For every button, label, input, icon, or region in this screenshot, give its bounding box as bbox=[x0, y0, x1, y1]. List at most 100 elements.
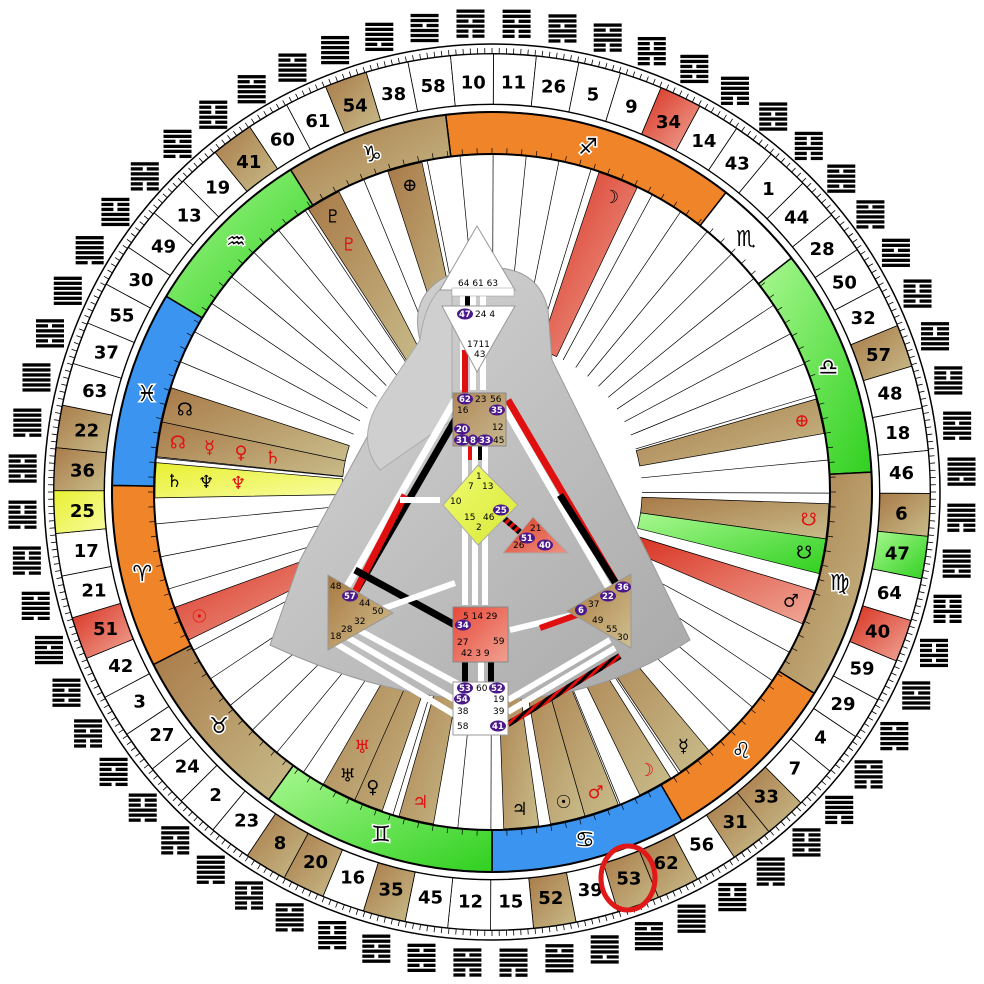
hexagram-icon bbox=[456, 9, 485, 38]
g-center[interactable]: 1 7 13 10 25 15 46 2 bbox=[442, 464, 519, 546]
hexagram-icon bbox=[947, 457, 976, 486]
gate-28: 28 bbox=[341, 625, 353, 635]
hexagram-icon bbox=[881, 238, 910, 267]
hexagram-icon bbox=[943, 411, 972, 440]
gate-10: 10 bbox=[450, 497, 462, 507]
root-center[interactable]: 53 60 52 54 19 38 39 58 41 bbox=[452, 681, 509, 736]
planet-glyph-icon: ♆ bbox=[198, 472, 214, 493]
ajna-gates-24-4: 24 4 bbox=[475, 310, 495, 320]
planet-bar bbox=[539, 171, 638, 358]
taurus-icon: ♉ bbox=[209, 714, 229, 739]
gate-label-28: 28 bbox=[810, 239, 835, 260]
gate-label-2: 2 bbox=[209, 785, 222, 806]
hexagram-icon bbox=[827, 164, 856, 193]
hexagram-icon bbox=[942, 549, 971, 578]
planet-glyph-icon: ♇ bbox=[325, 207, 341, 228]
sacral-center[interactable]: 5 14 29 34 27 59 42 3 9 bbox=[452, 606, 509, 663]
gate-8: 8 bbox=[470, 436, 476, 446]
hexagram-icon bbox=[22, 363, 51, 392]
highlight-circle-gate-53 bbox=[598, 843, 658, 913]
gate-48: 48 bbox=[330, 582, 342, 592]
hexagram-icon bbox=[880, 721, 909, 751]
gate-label-35: 35 bbox=[379, 879, 404, 900]
gate-39: 39 bbox=[493, 707, 505, 717]
gate-label-56: 56 bbox=[689, 834, 714, 855]
gate-label-25: 25 bbox=[70, 501, 95, 522]
planet-glyph-icon: ♃ bbox=[512, 799, 528, 820]
gate-20: 20 bbox=[456, 425, 468, 435]
planet-glyph-icon: ⊕ bbox=[794, 410, 809, 431]
gate-41: 41 bbox=[492, 722, 504, 732]
gate-label-5: 5 bbox=[587, 85, 600, 106]
ajna-center[interactable]: 47 24 4 1711 43 bbox=[441, 305, 516, 374]
sacral-top-gates: 5 14 29 bbox=[463, 612, 498, 622]
hexagram-icon bbox=[720, 76, 749, 105]
planet-glyph-icon: ☿ bbox=[204, 437, 215, 458]
gate-label-10: 10 bbox=[461, 72, 486, 93]
ego-center[interactable]: 21 51 26 40 bbox=[501, 516, 570, 554]
hexagram-icon bbox=[502, 9, 531, 38]
gate-21: 21 bbox=[530, 524, 541, 534]
gate-label-44: 44 bbox=[784, 208, 809, 229]
hexagram-icon bbox=[74, 719, 103, 748]
planet-glyph-icon: ♇ bbox=[341, 234, 357, 255]
gate-label-26: 26 bbox=[541, 77, 566, 98]
spleen-center[interactable]: 48 57 44 50 32 28 18 bbox=[327, 574, 395, 651]
hexagram-icon bbox=[318, 921, 347, 950]
gate-label-32: 32 bbox=[851, 308, 876, 329]
planet-glyph-icon: ♀ bbox=[366, 777, 379, 798]
gate-label-11: 11 bbox=[501, 73, 526, 94]
planet-glyph-icon: ♂ bbox=[587, 783, 603, 804]
gate-label-60: 60 bbox=[270, 130, 295, 151]
gate-40: 40 bbox=[539, 541, 551, 551]
gate-label-19: 19 bbox=[205, 177, 230, 198]
hexagram-icon bbox=[8, 500, 37, 529]
hexagram-icon bbox=[856, 200, 885, 229]
planet-bar bbox=[637, 512, 827, 574]
gate-label-7: 7 bbox=[789, 758, 802, 779]
head-center[interactable]: 64 61 63 bbox=[439, 225, 516, 297]
aquarius-icon: ♒ bbox=[226, 229, 246, 254]
hexagram-icon bbox=[902, 681, 931, 710]
cancer-icon: ♋ bbox=[575, 828, 595, 853]
gate-34: 34 bbox=[457, 621, 469, 631]
hexagram-icon bbox=[756, 857, 785, 886]
libra-icon: ♎ bbox=[818, 355, 838, 380]
gate-32: 32 bbox=[354, 617, 365, 627]
gate-label-62: 62 bbox=[654, 853, 679, 874]
gate-7: 7 bbox=[468, 482, 474, 492]
gate-label-17: 17 bbox=[74, 541, 99, 562]
gate-label-53: 53 bbox=[616, 868, 641, 889]
hexagram-icon bbox=[35, 319, 64, 348]
hexagram-icon bbox=[934, 366, 963, 395]
ajna-gate-47: 47 bbox=[459, 310, 471, 320]
gate-label-20: 20 bbox=[303, 852, 328, 873]
hexagram-icon bbox=[130, 162, 159, 191]
gate-label-45: 45 bbox=[418, 887, 443, 908]
gate-31: 31 bbox=[456, 436, 468, 446]
gate-cell-10[interactable] bbox=[450, 53, 494, 107]
throat-center[interactable]: 62 23 56 16 35 20 12 31 8 33 45 bbox=[452, 392, 507, 447]
gate-label-33: 33 bbox=[754, 787, 779, 808]
gate-2: 2 bbox=[476, 523, 482, 533]
gate-46: 46 bbox=[483, 513, 495, 523]
gate-label-1: 1 bbox=[762, 179, 775, 200]
hexagram-icon bbox=[75, 236, 104, 265]
aries-icon: ♈ bbox=[132, 562, 152, 587]
gate-label-64: 64 bbox=[877, 583, 902, 604]
hexagram-icon bbox=[163, 129, 192, 159]
hexagram-icon bbox=[677, 904, 706, 933]
planet-glyph-icon: ♅ bbox=[340, 765, 356, 786]
gate-label-6: 6 bbox=[895, 503, 908, 524]
leo-icon: ♌ bbox=[732, 739, 752, 764]
hexagram-icon bbox=[278, 53, 307, 82]
gate-49: 49 bbox=[592, 616, 604, 626]
gate-56: 56 bbox=[490, 395, 502, 405]
gate-label-29: 29 bbox=[830, 694, 855, 715]
gate-label-4: 4 bbox=[814, 727, 827, 748]
solar-plexus-center[interactable]: 36 22 6 37 49 55 30 bbox=[566, 573, 632, 649]
sagittarius-icon: ♐ bbox=[578, 135, 598, 160]
gemini-icon: ♊ bbox=[371, 822, 391, 847]
planet-glyph-icon: ☊ bbox=[177, 400, 193, 421]
